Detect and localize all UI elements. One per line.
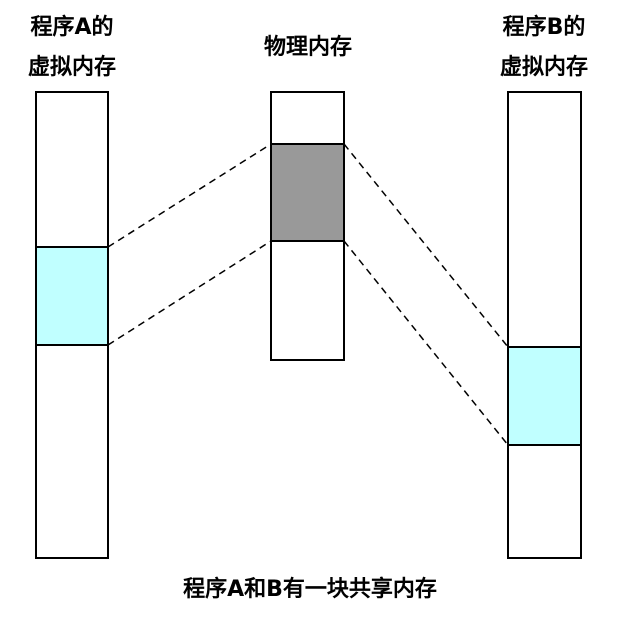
program-b-virtual-memory bbox=[507, 91, 582, 559]
program-b-shared-region bbox=[507, 346, 582, 446]
program-a-label-line1: 程序A的 bbox=[30, 15, 114, 40]
program-a-label-line2: 虚拟内存 bbox=[27, 55, 116, 80]
mapping-line-b-top bbox=[343, 143, 509, 348]
physical-memory-label: 物理内存 bbox=[263, 35, 352, 60]
program-b-label-line2: 虚拟内存 bbox=[499, 55, 588, 80]
program-b-label: 程序B的 虚拟内存 bbox=[484, 8, 604, 88]
mapping-line-a-top bbox=[107, 143, 272, 248]
program-a-label: 程序A的 虚拟内存 bbox=[12, 8, 132, 88]
program-b-label-line1: 程序B的 bbox=[502, 15, 586, 40]
program-a-shared-region bbox=[35, 246, 109, 346]
physical-shared-region bbox=[270, 143, 345, 242]
diagram-caption: 程序A和B有一块共享内存 bbox=[183, 577, 437, 602]
mapping-line-a-bottom bbox=[107, 240, 272, 346]
mapping-line-b-bottom bbox=[343, 240, 509, 446]
